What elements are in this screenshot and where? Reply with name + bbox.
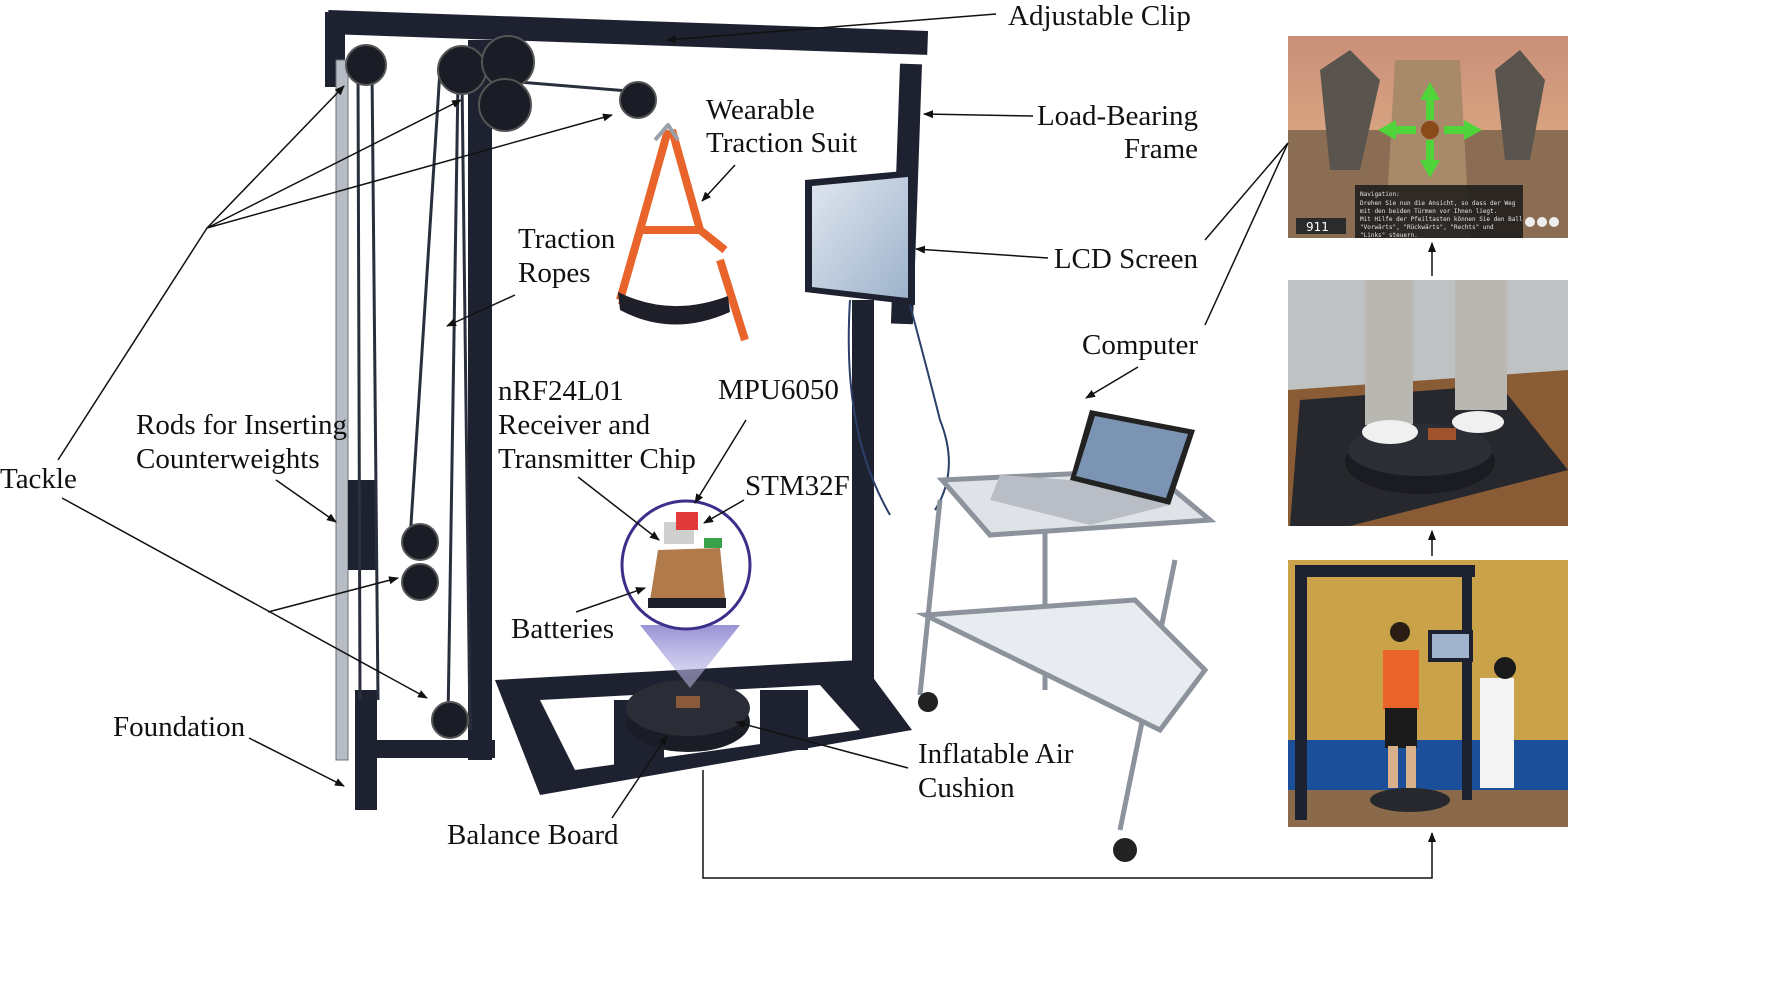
leader-lines [57,13,1289,819]
nrf-label-3: Transmitter Chip [498,443,696,475]
nrf-label-2: Receiver and [498,409,651,441]
mpu6050-label: MPU6050 [718,374,839,406]
nav-text-2: mit den beiden Türmen vor Ihnen liegt. [1360,208,1497,215]
traction-ropes-label-2: Ropes [518,257,591,289]
score-readout: 911 [1306,220,1329,234]
rods-label-2: Counterweights [136,443,320,475]
lcd-screen-label: LCD Screen [1053,243,1198,275]
feet-photo-panel [1288,280,1568,526]
load-bearing-label-1: Load-Bearing [1036,100,1198,132]
load-bearing-label-2: Frame [1123,133,1198,165]
foundation-label: Foundation [113,711,246,743]
nav-text-4: "Vorwärts", "Rückwärts", "Rechts" und [1360,224,1494,231]
nav-text-5: "Links" steuern. [1360,232,1418,239]
flow-arrows [702,242,1436,879]
inflatable-cushion-label-2: Cushion [918,772,1015,804]
wearable-suit-label-2: Traction Suit [706,127,858,159]
circuit-magnifier [620,499,752,631]
load-bearing-frame [325,10,929,810]
batteries-label: Batteries [511,613,615,645]
magnify-cone [640,625,740,688]
patient-photo-panel [1288,560,1568,827]
tackle-label: Tackle [0,463,77,495]
nrf-label-1: nRF24L01 [498,375,624,407]
traction-ropes [356,69,641,731]
direction-arrows [1378,82,1482,178]
nav-text-3: Mit Hilfe der Pfeiltasten können Sie den… [1360,216,1523,223]
wearable-suit-label-1: Wearable [706,94,815,126]
nav-text-0: Navigation: [1360,191,1400,198]
inflatable-cushion-label-1: Inflatable Air [918,738,1074,770]
trolley-wheels [918,692,1137,862]
rods-label-1: Rods for Inserting [136,409,348,441]
balance-board-label: Balance Board [447,819,619,851]
computer-label: Computer [1082,329,1198,361]
balance-board [626,680,750,752]
nav-text-1: Drehen Sie nun die Ansicht, so dass der … [1360,200,1516,207]
lcd-monitor [805,170,950,516]
laptop [990,410,1195,525]
pulley-wheels [345,35,657,739]
game-screenshot-panel: Navigation: Drehen Sie nun die Ansicht, … [1288,36,1568,239]
counterweight-rods [335,59,376,761]
traction-ropes-label-1: Traction [518,223,616,255]
stm32f-label: STM32F [745,470,850,502]
adjustable-clip-label: Adjustable Clip [1008,0,1191,32]
harness-pad [618,292,730,325]
